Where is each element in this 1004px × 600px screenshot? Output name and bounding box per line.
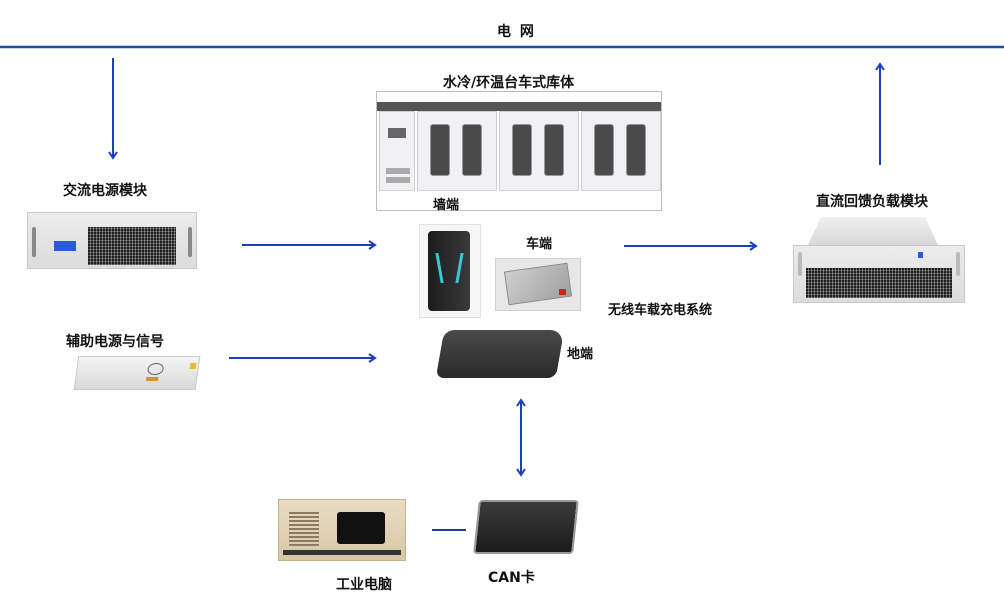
cabinet-section-1 bbox=[417, 111, 497, 191]
vehicle-receiver-image bbox=[495, 258, 581, 311]
dc-load-top bbox=[808, 217, 938, 245]
industrial-pc-image bbox=[278, 499, 406, 561]
cabinet-top-bar bbox=[377, 102, 661, 111]
wall-end-label: 墙端 bbox=[433, 198, 460, 213]
cabinet-control-panel bbox=[379, 111, 415, 191]
aux-power-image bbox=[73, 356, 201, 390]
dc-load-label: 直流回馈负载模块 bbox=[816, 194, 928, 210]
ac-module-image bbox=[27, 212, 197, 269]
wallbox-image bbox=[419, 224, 481, 318]
dc-load-image bbox=[793, 245, 965, 303]
cabinet-image bbox=[376, 91, 662, 211]
ground-pad-image bbox=[435, 330, 565, 378]
vehicle-end-label: 车端 bbox=[526, 237, 553, 252]
aux-power-label: 辅助电源与信号 bbox=[66, 334, 164, 350]
industrial-pc-label: 工业电脑 bbox=[336, 577, 392, 593]
ac-module-label: 交流电源模块 bbox=[63, 183, 147, 199]
wireless-system-label: 无线车载充电系统 bbox=[608, 303, 713, 318]
grid-title: 电 网 bbox=[497, 24, 536, 40]
can-card-label: CAN卡 bbox=[488, 570, 535, 586]
cabinet-section-3 bbox=[581, 111, 661, 191]
cabinet-label: 水冷/环温台车式库体 bbox=[443, 75, 575, 91]
cabinet-section-2 bbox=[499, 111, 579, 191]
can-card-image bbox=[473, 500, 579, 554]
ground-end-label: 地端 bbox=[567, 347, 594, 362]
